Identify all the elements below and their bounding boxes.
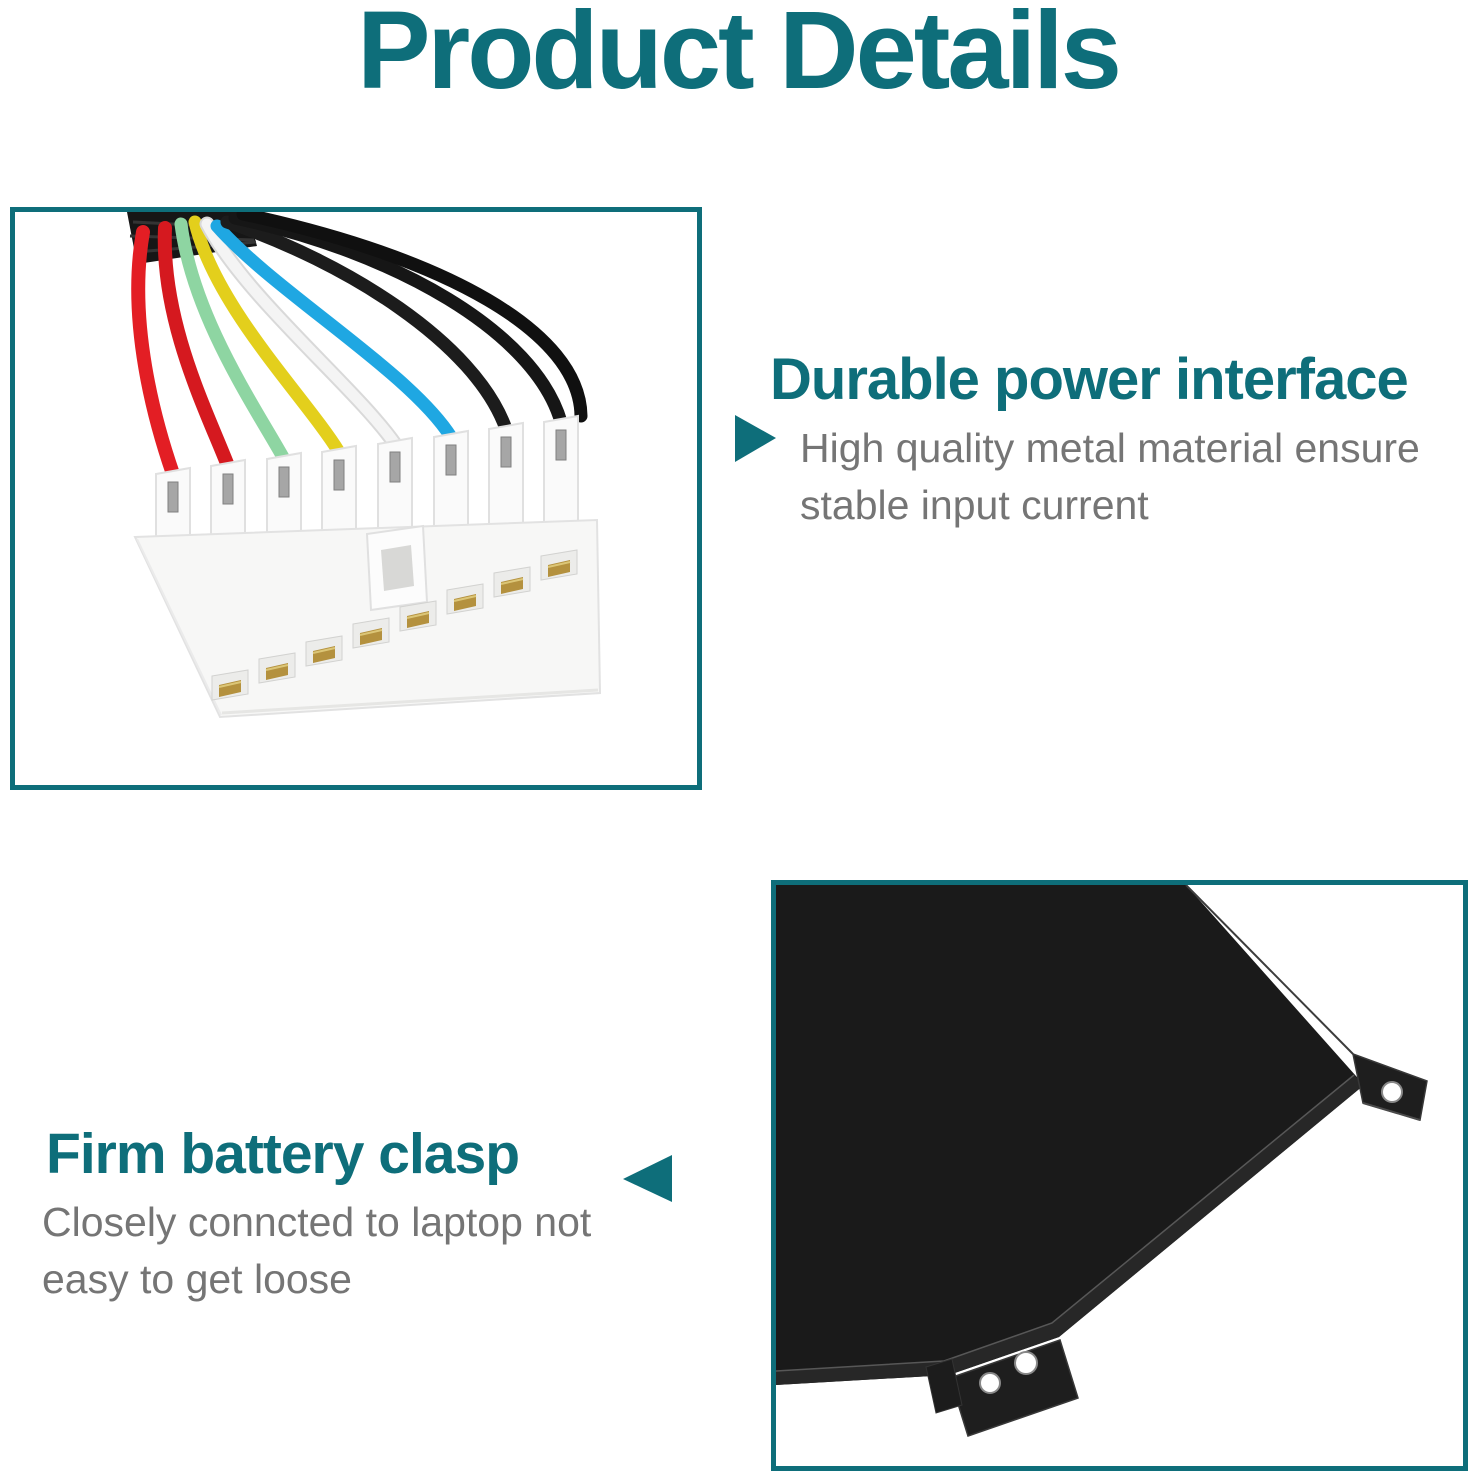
screw-hole (1014, 1351, 1038, 1375)
wire-black-3 (236, 212, 588, 423)
feature-description-line: High quality metal material ensure (800, 425, 1420, 471)
connector-photo-frame (10, 207, 702, 790)
wire-black-1 (220, 215, 513, 436)
wire-red-1 (131, 225, 180, 481)
connector-pin-towers (155, 414, 579, 544)
page-title: Product Details (357, 0, 1122, 112)
feature-description-line: Closely conncted to laptop not (42, 1199, 592, 1245)
gold-pin-windows (211, 549, 578, 701)
feature-description-line: stable input current (800, 482, 1149, 528)
feature-heading: Durable power interface (770, 347, 1409, 412)
connector-photo (15, 212, 697, 785)
screw-hole (979, 1372, 1001, 1394)
battery-photo (776, 885, 1463, 1466)
battery-corner-step (925, 1358, 963, 1414)
wire-red-2 (157, 221, 235, 473)
battery-edge-band (776, 885, 1364, 1385)
feature-description: High quality metal material ensure stabl… (800, 420, 1420, 534)
arrow-right-icon (735, 415, 776, 462)
arrow-left-icon (623, 1155, 672, 1202)
battery-photo-frame (771, 880, 1468, 1471)
metal-contact-pins (167, 429, 567, 513)
wire-bundle (131, 212, 588, 481)
feature-description: Closely conncted to laptop not easy to g… (42, 1194, 591, 1308)
mount-tab-bottom (949, 1339, 1079, 1437)
feature-description-line: easy to get loose (42, 1256, 352, 1302)
feature-heading: Firm battery clasp (46, 1122, 520, 1186)
mount-tab-right (1351, 1052, 1428, 1121)
battery-plate (776, 885, 1364, 1385)
screw-hole (1381, 1081, 1403, 1103)
wire-black-2 (228, 212, 568, 429)
latch-notch (365, 524, 429, 612)
wire-yellow (188, 215, 346, 459)
wire-green (174, 217, 291, 466)
wire-white (201, 218, 401, 450)
connector-body (133, 518, 602, 719)
wire-blue (210, 219, 458, 444)
